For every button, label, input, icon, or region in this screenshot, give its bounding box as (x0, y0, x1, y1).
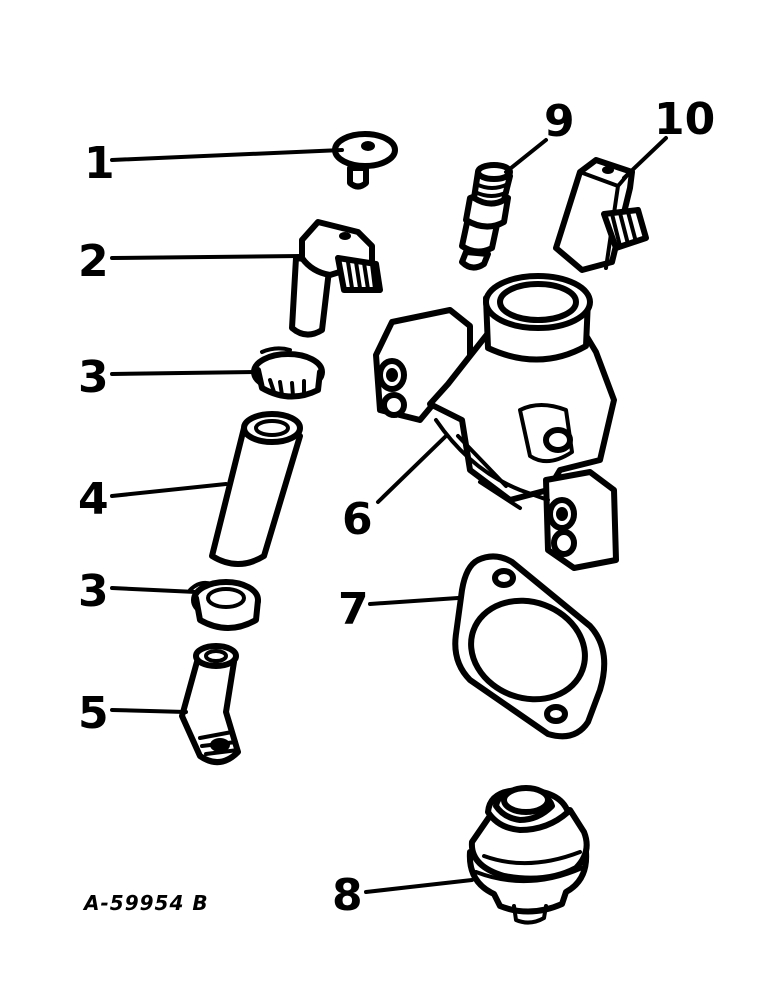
leader-4 (110, 482, 228, 498)
callout-4: 4 (78, 474, 109, 525)
callout-1: 1 (84, 138, 115, 189)
leader-9 (504, 138, 548, 174)
leader-5 (110, 708, 188, 714)
callout-8: 8 (332, 870, 363, 921)
part-3-hose-clamp-upper (251, 346, 325, 400)
leader-3-lower (110, 586, 198, 594)
callouts: 1 2 3 4 3 5 6 7 8 9 10 (78, 94, 715, 921)
callout-2: 2 (78, 236, 109, 287)
leader-8 (364, 878, 474, 894)
part-9-connector (459, 162, 513, 271)
callout-5: 5 (78, 688, 109, 739)
leader-7 (368, 596, 460, 606)
part-5-angled-nipple (179, 643, 241, 765)
callout-3-upper: 3 (78, 352, 109, 403)
part-3-hose-clamp-lower (188, 579, 261, 631)
callout-10: 10 (654, 94, 715, 145)
part-6-thermostat-housing (373, 273, 619, 571)
callout-7: 7 (338, 584, 369, 635)
part-1-plug (332, 131, 398, 190)
callout-3-lower: 3 (78, 566, 109, 617)
leader-2 (110, 254, 302, 260)
part-2-elbow-fitting (289, 219, 383, 338)
leader-6 (376, 434, 448, 504)
part-4-hose (209, 411, 303, 567)
callout-6: 6 (342, 494, 373, 545)
figure-id: A-59954 B (82, 891, 209, 915)
leader-10 (622, 136, 668, 180)
part-8-thermostat (466, 785, 590, 925)
leader-1 (110, 148, 344, 162)
part-7-gasket (452, 553, 608, 740)
leader-lines (110, 136, 668, 894)
callout-9: 9 (544, 96, 575, 147)
part-10-block-fitting (553, 157, 649, 273)
leader-3-upper (110, 370, 260, 376)
